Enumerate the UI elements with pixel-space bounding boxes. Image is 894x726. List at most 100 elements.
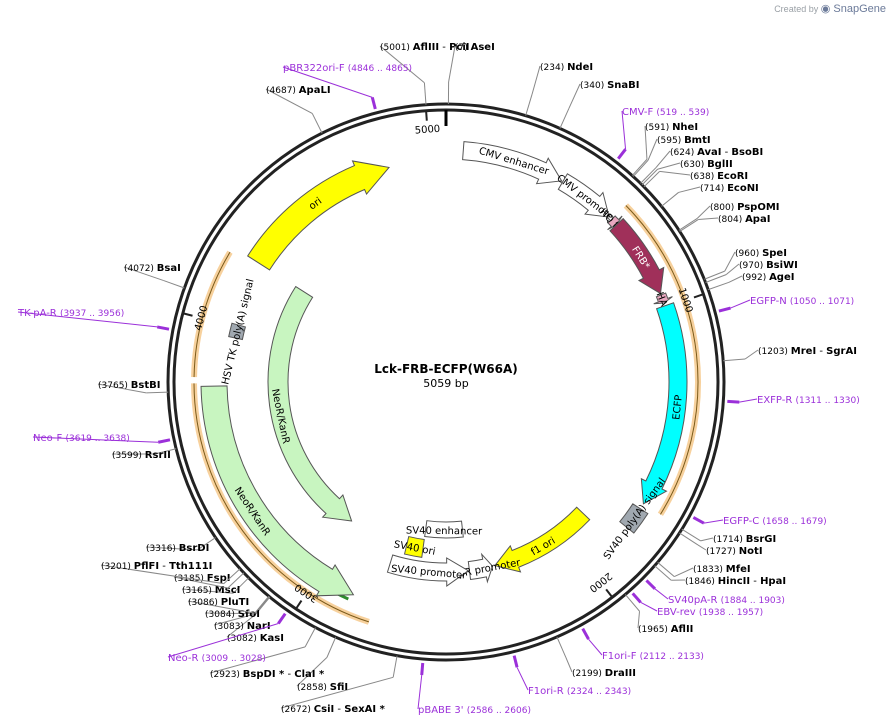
- primer-pos: (4846 .. 4865): [348, 64, 412, 74]
- enzyme-label-noti[interactable]: (1727) NotI: [706, 546, 763, 557]
- primer-label-pbr322ori-f[interactable]: pBR322ori-F (4846 .. 4865): [283, 63, 412, 74]
- primer-label-sv40pa-r[interactable]: SV40pA-R (1884 .. 1903): [668, 595, 785, 606]
- enzyme-leader-econi: [678, 186, 701, 193]
- enzyme-label-csii[interactable]: (2672) CsiI - SexAI *: [281, 704, 386, 715]
- enzyme-name: EcoRI: [717, 171, 748, 182]
- primer-mark-ebv-rev: [631, 592, 642, 604]
- enzyme-name: AflII: [671, 624, 694, 635]
- feature-sv40-promoter-10[interactable]: [386, 554, 470, 587]
- feature-frb-4[interactable]: [609, 217, 665, 295]
- enzyme-label-mrei[interactable]: (1203) MreI - SgrAI: [758, 346, 857, 357]
- feature-hsv-tk-poly-a-signal-15[interactable]: [228, 322, 247, 341]
- primer-label-ebv-rev[interactable]: EBV-rev (1938 .. 1957): [657, 607, 763, 618]
- enzyme-label-avai[interactable]: (624) AvaI - BsoBI: [670, 147, 763, 158]
- enzyme-label-rsrii[interactable]: (3599) RsrII: [112, 450, 171, 461]
- enzyme-label-aflii[interactable]: (1965) AflII: [638, 624, 693, 635]
- enzyme-line-ecori: [643, 170, 660, 188]
- enzyme-name-sep: -: [159, 561, 169, 572]
- enzyme-line-bsai: [163, 280, 185, 289]
- tick-label-1000: 1000: [676, 287, 695, 315]
- enzyme-name-sep: -: [816, 346, 826, 357]
- enzyme-label-ndei[interactable]: (234) NdeI: [540, 62, 593, 73]
- enzyme-line-pflfi: [223, 568, 241, 584]
- primer-leader-neo-r: [167, 623, 279, 658]
- feature-ori-0[interactable]: [246, 160, 390, 271]
- feature-cmv-promoter-2[interactable]: [557, 173, 610, 218]
- primer-leader-sv40pa-r: [654, 588, 669, 600]
- feature-ecfp-6[interactable]: [640, 302, 688, 505]
- primer-label-f1ori-f[interactable]: F1ori-F (2112 .. 2133): [602, 651, 704, 662]
- enzyme-label-bsai[interactable]: (4072) BsaI: [124, 263, 181, 274]
- enzyme-name-2: SgrAI: [826, 346, 857, 357]
- enzyme-label-draiii[interactable]: (2199) DraIII: [572, 668, 636, 679]
- primer-label-pbabe-3[interactable]: pBABE 3' (2586 .. 2606): [418, 705, 531, 716]
- feature-sv40-ori-11[interactable]: [403, 535, 425, 558]
- primer-name: EBV-rev: [657, 607, 699, 618]
- tick-4000: [182, 312, 193, 317]
- enzyme-line-draiii: [556, 636, 567, 658]
- primer-label-exfp-r[interactable]: EXFP-R (1311 .. 1330): [757, 395, 860, 406]
- enzyme-label-nhei[interactable]: (591) NheI: [645, 122, 698, 133]
- enzyme-label-afliii[interactable]: (5001) AflIII - PciI: [380, 42, 470, 53]
- enzyme-label-apali[interactable]: (4687) ApaLI: [266, 85, 331, 96]
- feature-ha-5[interactable]: [653, 292, 673, 305]
- primer-pos: (2112 .. 2133): [640, 652, 704, 662]
- feature-f1-ori-8[interactable]: [494, 506, 591, 573]
- enzyme-pos: (5001): [380, 43, 413, 53]
- enzyme-label-pflfi[interactable]: (3201) PflFI - Tth111I: [101, 561, 212, 572]
- enzyme-label-asei[interactable]: (7) AseI: [455, 42, 495, 53]
- primer-label-neo-r[interactable]: Neo-R (3009 .. 3028): [168, 653, 266, 664]
- enzyme-label-apai[interactable]: (804) ApaI: [718, 214, 770, 225]
- primer-name: EXFP-R: [757, 395, 795, 406]
- enzyme-label-agei[interactable]: (992) AgeI: [742, 272, 794, 283]
- enzyme-label-nari[interactable]: (3083) NarI: [214, 621, 271, 632]
- feature-ampr-promoter-9[interactable]: [467, 552, 494, 584]
- enzyme-label-econi[interactable]: (714) EcoNI: [700, 183, 759, 194]
- primer-pos: (3619 .. 3638): [65, 434, 129, 444]
- enzyme-label-bsrdi[interactable]: (3316) BsrDI: [146, 543, 209, 554]
- enzyme-label-mfei[interactable]: (1833) MfeI: [693, 564, 751, 575]
- enzyme-label-pspomi[interactable]: (800) PspOMI: [710, 202, 780, 213]
- enzyme-line-avai: [640, 167, 657, 184]
- enzyme-label-bsrgi[interactable]: (1714) BsrGI: [713, 534, 776, 545]
- primer-name: EGFP-C: [723, 516, 762, 527]
- primer-label-cmv-f[interactable]: CMV-F (519 .. 539): [622, 107, 709, 118]
- enzyme-line-mrei: [723, 358, 746, 362]
- enzyme-name-2: Tth111I: [169, 561, 212, 572]
- primer-label-egfp-n[interactable]: EGFP-N (1050 .. 1071): [750, 296, 854, 307]
- primer-label-f1ori-r[interactable]: F1ori-R (2324 .. 2343): [528, 686, 631, 697]
- feature-cmv-enhancer-1[interactable]: [462, 141, 563, 185]
- feature-neor-kanr-13[interactable]: [200, 385, 355, 597]
- enzyme-label-bspdi[interactable]: (2923) BspDI * - ClaI *: [210, 669, 325, 680]
- enzyme-leader-apali: [265, 88, 313, 114]
- enzyme-label-spei[interactable]: (960) SpeI: [735, 248, 787, 259]
- feature-sv40-poly-a-signal-7[interactable]: [619, 503, 649, 534]
- enzyme-name-2: HpaI: [760, 576, 786, 587]
- enzyme-label-ecori[interactable]: (638) EcoRI: [690, 171, 748, 182]
- enzyme-name: BsrGI: [746, 534, 776, 545]
- enzyme-label-hincii[interactable]: (1846) HincII - HpaI: [685, 576, 786, 587]
- feature-neor-kanr-14[interactable]: [267, 285, 353, 522]
- primer-label-neo-f[interactable]: Neo-F (3619 .. 3638): [33, 433, 130, 444]
- enzyme-label-snabi[interactable]: (340) SnaBI: [580, 80, 639, 91]
- primer-label-egfp-c[interactable]: EGFP-C (1658 .. 1679): [723, 516, 827, 527]
- enzyme-label-bglii[interactable]: (630) BglII: [680, 159, 733, 170]
- enzyme-line-msci: [232, 577, 250, 594]
- enzyme-leader-msci: [181, 588, 234, 594]
- enzyme-label-fspi[interactable]: (3185) FspI: [174, 573, 230, 584]
- enzyme-label-bstbi[interactable]: (3765) BstBI: [98, 380, 161, 391]
- enzyme-label-msci[interactable]: (3165) MscI: [182, 585, 240, 596]
- enzyme-name: PluTI: [221, 597, 249, 608]
- enzyme-label-sfii[interactable]: (2858) SfiI: [297, 682, 348, 693]
- enzyme-label-pluti[interactable]: (3086) PluTI: [188, 597, 249, 608]
- feature-hq-tag-3[interactable]: [607, 215, 623, 231]
- primer-label-tk-pa-r[interactable]: TK-pA-R (3937 .. 3956): [17, 308, 124, 319]
- feature-sv40-enhancer-12[interactable]: [424, 520, 464, 539]
- enzyme-label-bsiwi[interactable]: (970) BsiWI: [739, 260, 798, 271]
- enzyme-label-bmti[interactable]: (595) BmtI: [657, 135, 711, 146]
- enzyme-line-apali: [311, 113, 323, 134]
- enzyme-label-kasi[interactable]: (3082) KasI: [227, 633, 284, 644]
- credit-prefix: Created by: [774, 4, 819, 14]
- enzyme-label-sfoi[interactable]: (3084) SfoI: [205, 609, 260, 620]
